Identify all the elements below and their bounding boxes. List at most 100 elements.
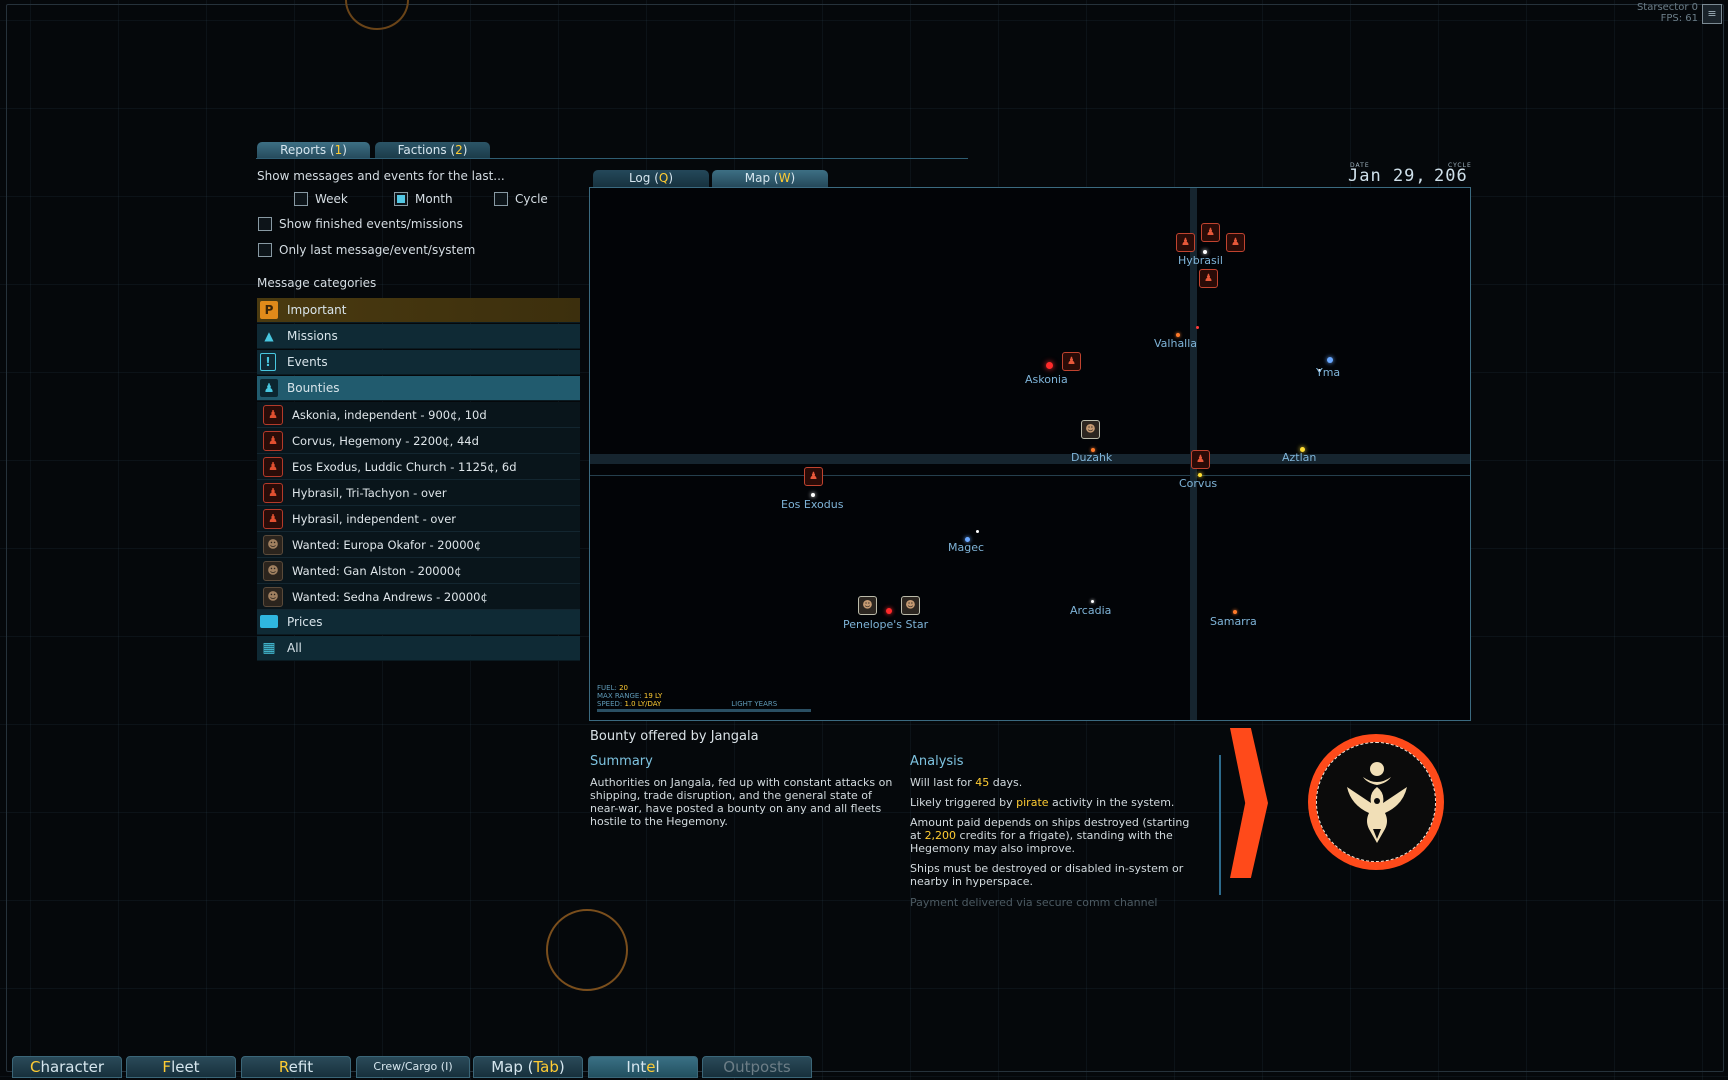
star-duzahk[interactable] bbox=[1091, 448, 1095, 452]
analysis-duration-pre: Will last for bbox=[910, 776, 976, 789]
wanted-label: Wanted: Sedna Andrews - 20000¢ bbox=[292, 590, 488, 604]
star-eos-exodus[interactable] bbox=[811, 493, 815, 497]
fleet-key: F bbox=[162, 1058, 172, 1076]
character-key: C bbox=[29, 1058, 41, 1076]
category-missions[interactable]: ▲ Missions bbox=[257, 324, 580, 349]
system-label-magec[interactable]: Magec bbox=[948, 541, 985, 554]
star-yma[interactable] bbox=[1327, 357, 1333, 363]
crew-cargo-button[interactable]: Crew/Cargo (I) bbox=[356, 1056, 470, 1078]
eagle-emblem-svg bbox=[1347, 762, 1407, 843]
star-arcadia[interactable] bbox=[1091, 600, 1094, 603]
analysis-payment: Amount paid depends on ships destroyed (… bbox=[910, 816, 1200, 855]
wanted-row-gan-alston[interactable]: ☻ Wanted: Gan Alston - 20000¢ bbox=[257, 558, 580, 584]
star-valhalla[interactable] bbox=[1176, 333, 1180, 337]
map-key: Tab bbox=[533, 1058, 559, 1076]
bounties-icon: ♟ bbox=[260, 379, 278, 397]
category-prices[interactable]: Prices bbox=[257, 610, 580, 635]
bounty-label: Corvus, Hegemony - 2200¢, 44d bbox=[292, 434, 479, 448]
star-valhalla-2 bbox=[1196, 326, 1199, 329]
player-fleet-ring[interactable] bbox=[546, 909, 628, 991]
cycle-label: CYCLE bbox=[1448, 162, 1472, 169]
show-finished-checkbox[interactable] bbox=[258, 217, 272, 231]
star-samarra[interactable] bbox=[1233, 610, 1237, 614]
system-label-hybrasil[interactable]: Hybrasil bbox=[1178, 254, 1223, 267]
detail-scrollbar[interactable] bbox=[1219, 755, 1221, 895]
bounty-marker[interactable]: ♟ bbox=[1199, 269, 1218, 288]
system-label-askonia[interactable]: Askonia bbox=[1025, 373, 1068, 386]
only-last-checkbox[interactable] bbox=[258, 243, 272, 257]
system-label-samarra[interactable]: Samarra bbox=[1210, 615, 1257, 628]
bounty-row-corvus[interactable]: ♟ Corvus, Hegemony - 2200¢, 44d bbox=[257, 428, 580, 454]
wanted-marker[interactable]: ☻ bbox=[1081, 420, 1100, 439]
bounty-icon: ♟ bbox=[263, 509, 283, 529]
show-finished-label: Show finished events/missions bbox=[279, 217, 463, 231]
wanted-row-sedna-andrews[interactable]: ☻ Wanted: Sedna Andrews - 20000¢ bbox=[257, 584, 580, 610]
outposts-button[interactable]: Outposts bbox=[702, 1056, 812, 1078]
bounty-row-eos-exodus[interactable]: ♟ Eos Exodus, Luddic Church - 1125¢, 6d bbox=[257, 454, 580, 480]
tab-log[interactable]: Log (Q) bbox=[593, 170, 709, 187]
system-info: Starsector 0 FPS: 61 bbox=[1637, 2, 1698, 24]
category-events[interactable]: ! Events bbox=[257, 350, 580, 375]
tab-reports-suffix: ) bbox=[342, 143, 347, 157]
map-button[interactable]: Map (Tab) bbox=[473, 1056, 583, 1078]
system-label-duzahk[interactable]: Duzahk bbox=[1071, 451, 1113, 464]
system-label-arcadia[interactable]: Arcadia bbox=[1070, 604, 1112, 617]
menu-icon[interactable]: ≡ bbox=[1702, 4, 1722, 24]
month-checkbox[interactable] bbox=[394, 192, 408, 206]
category-important[interactable]: P Important bbox=[257, 298, 580, 323]
summary-heading: Summary bbox=[590, 754, 653, 769]
week-checkbox[interactable] bbox=[294, 192, 308, 206]
analysis-trigger-value: pirate bbox=[1016, 796, 1049, 809]
star-magec[interactable] bbox=[965, 537, 970, 542]
system-label-valhalla[interactable]: Valhalla bbox=[1154, 337, 1198, 350]
hyperspace-lane-horizontal bbox=[590, 454, 1470, 464]
analysis-conditions: Ships must be destroyed or disabled in-s… bbox=[910, 862, 1184, 888]
system-label-corvus[interactable]: Corvus bbox=[1179, 477, 1218, 490]
prices-icon bbox=[260, 615, 278, 628]
category-prices-label: Prices bbox=[287, 615, 323, 629]
bounty-marker[interactable]: ♟ bbox=[1226, 233, 1245, 252]
category-all-label: All bbox=[287, 641, 302, 655]
system-label-aztlan[interactable]: Aztlan bbox=[1282, 451, 1317, 464]
tab-factions[interactable]: Factions (2) bbox=[375, 142, 490, 159]
bounty-row-askonia[interactable]: ♟ Askonia, independent - 900¢, 10d bbox=[257, 402, 580, 428]
bounty-marker[interactable]: ♟ bbox=[1062, 352, 1081, 371]
bounty-marker[interactable]: ♟ bbox=[1201, 223, 1220, 242]
wanted-marker[interactable]: ☻ bbox=[858, 596, 877, 615]
category-bounties[interactable]: ♟ Bounties bbox=[257, 376, 580, 401]
bounty-row-hybrasil-tritachyon[interactable]: ♟ Hybrasil, Tri-Tachyon - over bbox=[257, 480, 580, 506]
star-hybrasil[interactable] bbox=[1203, 250, 1207, 254]
star-penelopes-star[interactable] bbox=[886, 608, 892, 614]
category-all[interactable]: ▦ All bbox=[257, 636, 580, 661]
system-label-eos-exodus[interactable]: Eos Exodus bbox=[781, 498, 844, 511]
tab-factions-suffix: ) bbox=[462, 143, 468, 157]
star-askonia[interactable] bbox=[1046, 362, 1053, 369]
analysis-duration-post: days. bbox=[989, 776, 1023, 789]
bounty-marker[interactable]: ♟ bbox=[1191, 450, 1210, 469]
sector-map[interactable]: ♟ ♟ ♟ ♟ Hybrasil Valhalla ♟ Askonia Yma … bbox=[589, 187, 1471, 721]
star-corvus[interactable] bbox=[1198, 473, 1202, 477]
bounty-marker[interactable]: ♟ bbox=[804, 467, 823, 486]
category-important-label: Important bbox=[287, 303, 347, 317]
intel-button[interactable]: Intel bbox=[588, 1056, 698, 1078]
cycle-checkbox[interactable] bbox=[494, 192, 508, 206]
month-label: Month bbox=[415, 192, 453, 206]
system-label-yma[interactable]: Yma bbox=[1316, 366, 1341, 379]
tab-factions-label: Factions ( bbox=[397, 143, 456, 157]
refit-button[interactable]: Refit bbox=[241, 1056, 351, 1078]
wanted-row-europa-okafor[interactable]: ☻ Wanted: Europa Okafor - 20000¢ bbox=[257, 532, 580, 558]
wanted-label: Wanted: Gan Alston - 20000¢ bbox=[292, 564, 462, 578]
tab-reports[interactable]: Reports (1) bbox=[257, 142, 370, 159]
bounty-icon: ♟ bbox=[263, 405, 283, 425]
fleet-button[interactable]: Fleet bbox=[126, 1056, 236, 1078]
system-label-penelopes-star[interactable]: Penelope's Star bbox=[843, 618, 929, 631]
portrait-icon: ☻ bbox=[263, 587, 283, 607]
bounty-row-hybrasil-independent[interactable]: ♟ Hybrasil, independent - over bbox=[257, 506, 580, 532]
tab-map[interactable]: Map (W) bbox=[712, 170, 828, 187]
star-aztlan[interactable] bbox=[1300, 447, 1305, 452]
character-button[interactable]: Character bbox=[12, 1056, 122, 1078]
wanted-marker[interactable]: ☻ bbox=[901, 596, 920, 615]
analysis-payment-value: 2,200 bbox=[924, 829, 957, 842]
bounty-marker[interactable]: ♟ bbox=[1176, 233, 1195, 252]
date-label: DATE bbox=[1350, 162, 1370, 169]
